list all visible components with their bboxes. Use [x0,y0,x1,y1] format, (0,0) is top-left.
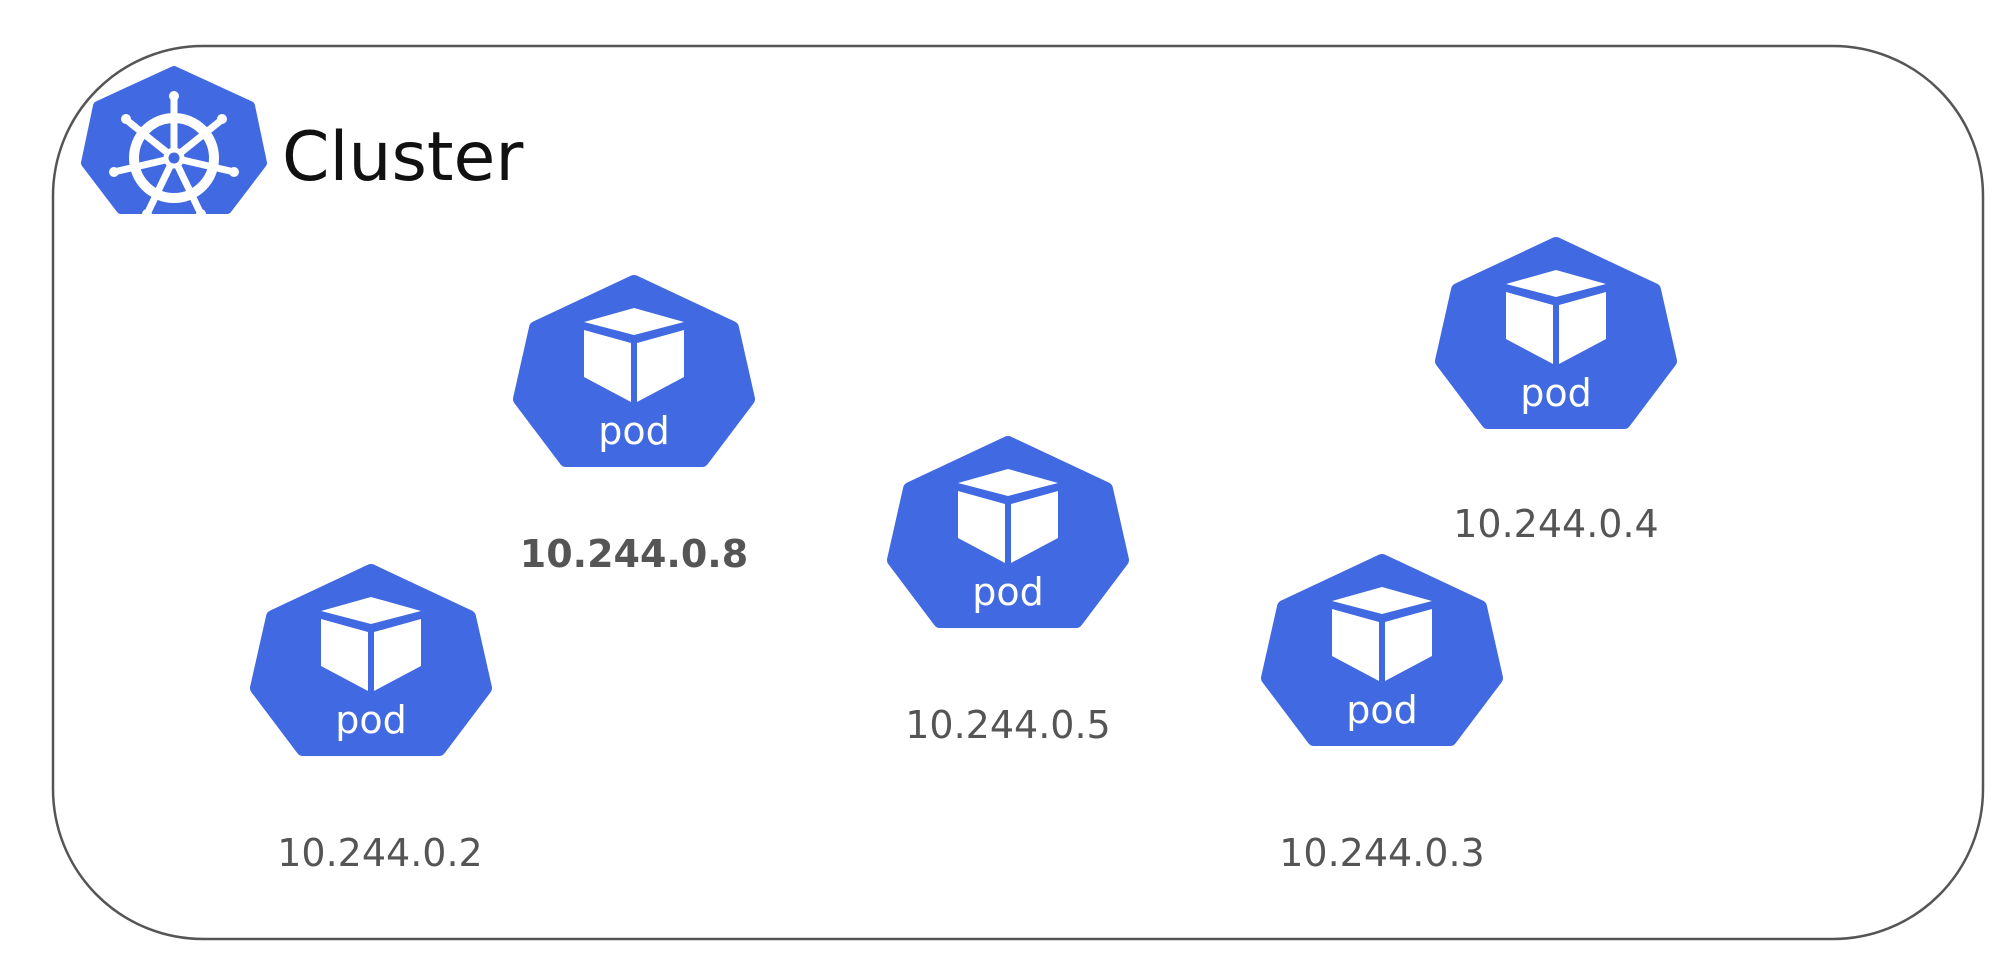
pod-label: pod [598,409,670,453]
pod-node: pod [520,282,748,460]
pod-ip-label: 10.244.0.3 [1279,831,1484,875]
pod-node: pod [894,443,1122,621]
pod-label: pod [1520,371,1592,415]
pod-ip-label: 10.244.0.8 [520,532,748,576]
pod-ip-label: 10.244.0.4 [1453,502,1658,546]
pod-label: pod [1346,688,1418,732]
cluster-title: Cluster [282,118,523,197]
pod-node: pod [1442,244,1670,422]
pod-ip-label: 10.244.0.5 [905,703,1110,747]
pod-node: pod [257,571,485,749]
kubernetes-helm-icon [81,66,267,219]
pod-node: pod [1268,561,1496,739]
pod-ip-label: 10.244.0.2 [277,831,482,875]
pod-label: pod [335,698,407,742]
pod-label: pod [972,570,1044,614]
